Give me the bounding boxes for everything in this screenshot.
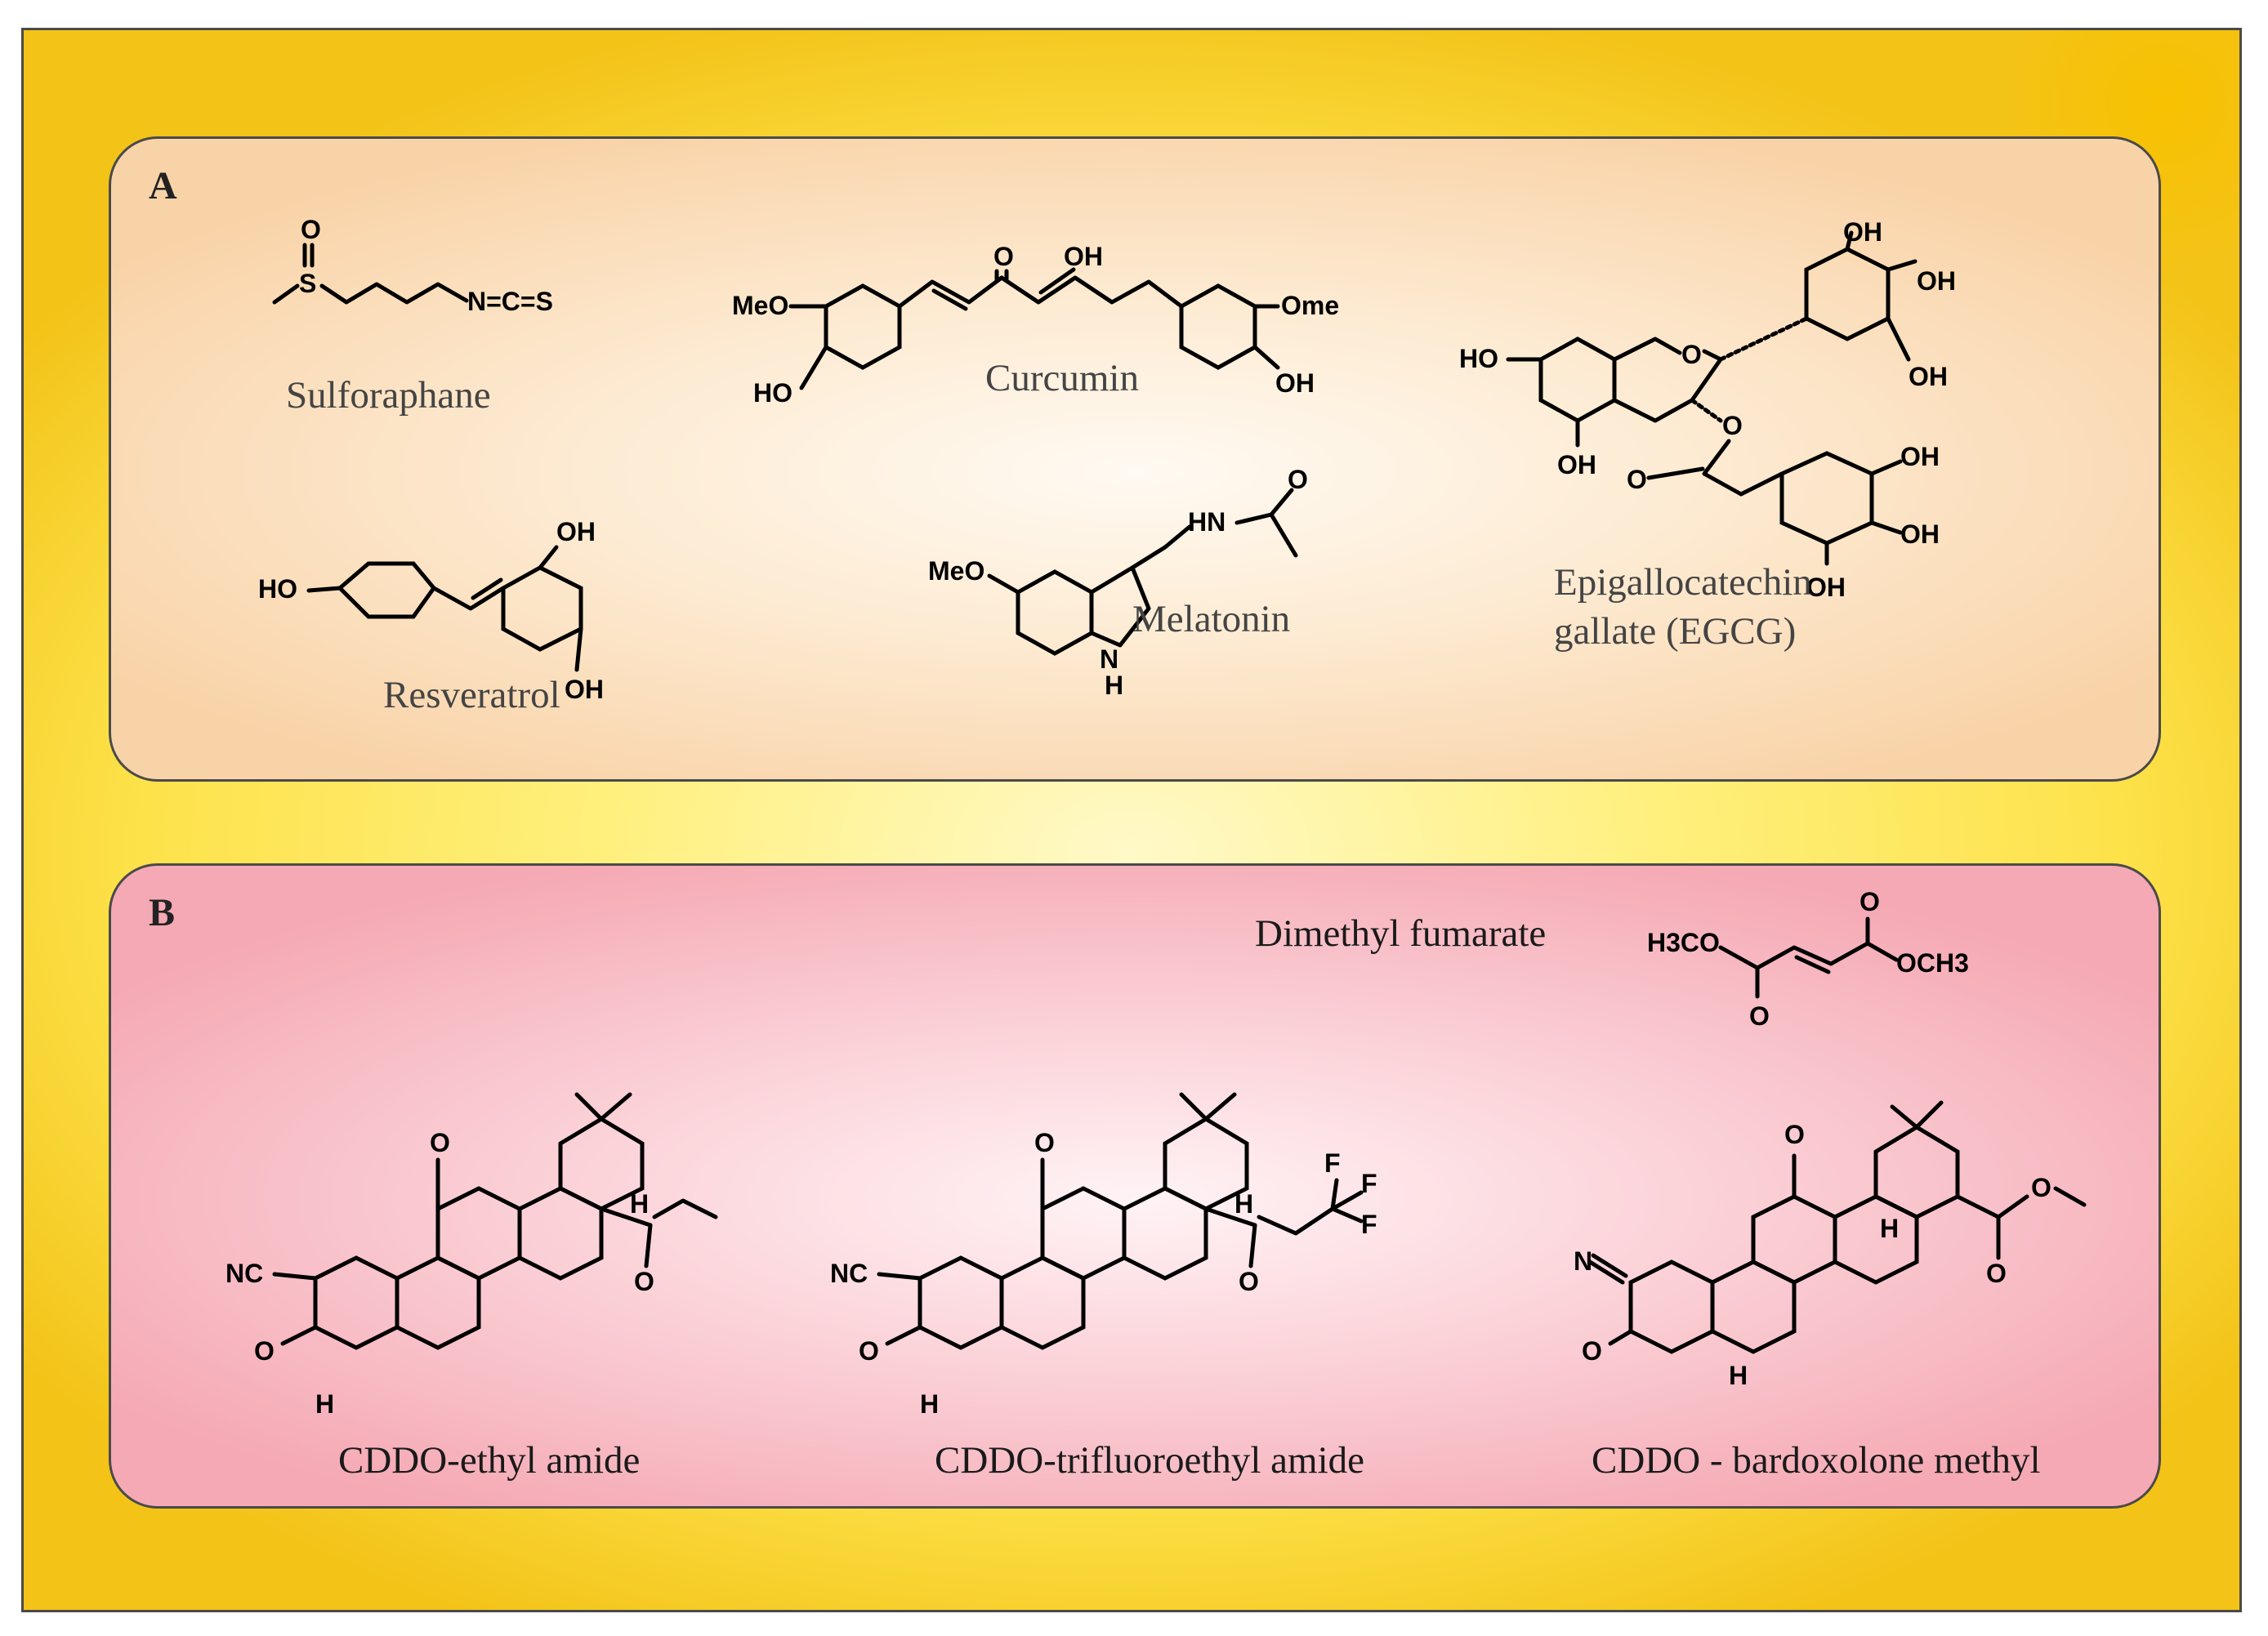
svg-text:OH: OH <box>1806 573 1846 602</box>
melatonin-structure: MeO N H HN O <box>928 465 1308 700</box>
svg-text:Ome: Ome <box>1281 291 1339 320</box>
panel-a: A O S N=C=S Sulforaphane MeO HO O OH <box>109 136 2161 782</box>
svg-text:O: O <box>1288 465 1308 494</box>
cddo-me-label: CDDO - bardoxolone methyl <box>1592 1439 2041 1482</box>
svg-text:OH: OH <box>1900 442 1940 471</box>
svg-text:NC: NC <box>225 1259 263 1288</box>
svg-text:O: O <box>1784 1120 1805 1149</box>
dmf-label: Dimethyl fumarate <box>1255 912 1547 955</box>
svg-text:O: O <box>1749 1001 1770 1031</box>
svg-text:O: O <box>1722 411 1743 440</box>
svg-text:MeO: MeO <box>928 556 984 586</box>
svg-text:O: O <box>301 215 321 244</box>
melatonin-label: Melatonin <box>1132 598 1291 640</box>
panel-a-letter: A <box>149 164 177 207</box>
panel-b-letter: B <box>149 891 176 934</box>
svg-text:H: H <box>1880 1214 1899 1243</box>
sulforaphane-structure: O S N=C=S <box>272 215 553 316</box>
svg-text:S: S <box>299 269 316 298</box>
panel-b: B Dimethyl fumarate H3CO O O OCH3 NC O O <box>109 863 2161 1509</box>
egcg-structure: OH OH OH HO O OH O O OH OH <box>1459 217 1956 602</box>
svg-text:OH: OH <box>1900 519 1940 549</box>
svg-text:O: O <box>634 1267 654 1296</box>
curcumin-structure: MeO HO O OH Ome OH <box>732 242 1339 408</box>
svg-text:H: H <box>1234 1189 1253 1219</box>
dmf-structure: H3CO O O OCH3 <box>1647 887 1969 1031</box>
svg-text:NC: NC <box>830 1259 868 1288</box>
svg-text:N: N <box>1574 1246 1592 1276</box>
sulforaphane-label: Sulforaphane <box>286 374 491 417</box>
svg-text:H: H <box>315 1389 334 1419</box>
svg-text:OH: OH <box>556 517 596 546</box>
svg-text:OH: OH <box>1275 368 1315 398</box>
svg-text:OCH3: OCH3 <box>1896 948 1969 978</box>
svg-text:O: O <box>993 242 1014 271</box>
svg-text:O: O <box>1034 1128 1055 1157</box>
svg-text:H: H <box>1729 1361 1748 1390</box>
cddo-tfe-structure: NC O O H F F F O H <box>830 1092 1377 1419</box>
egcg-label-line1: Epigallocatechin <box>1554 561 1812 604</box>
resveratrol-structure: HO OH OH <box>258 517 604 704</box>
svg-text:O: O <box>1986 1259 2007 1288</box>
egcg-label-line2: gallate (EGCG) <box>1554 610 1797 653</box>
svg-text:O: O <box>859 1336 879 1366</box>
svg-text:O: O <box>1582 1336 1602 1366</box>
svg-text:O: O <box>430 1128 450 1157</box>
svg-text:OH: OH <box>1909 362 1948 391</box>
svg-text:HO: HO <box>753 378 792 408</box>
svg-text:O: O <box>2031 1173 2051 1202</box>
svg-text:MeO: MeO <box>732 291 788 320</box>
svg-text:O: O <box>1681 340 1702 369</box>
svg-text:H: H <box>1105 671 1123 700</box>
figure-frame: A O S N=C=S Sulforaphane MeO HO O OH <box>21 28 2242 1612</box>
svg-text:HO: HO <box>258 574 297 604</box>
svg-text:F: F <box>1361 1169 1377 1198</box>
svg-text:O: O <box>254 1336 275 1366</box>
svg-text:F: F <box>1361 1210 1377 1239</box>
svg-text:OH: OH <box>1917 266 1956 296</box>
svg-text:H: H <box>630 1189 649 1219</box>
cddo-ethyl-structure: NC O O H O H <box>225 1092 718 1419</box>
svg-text:H3CO: H3CO <box>1647 928 1720 957</box>
svg-text:HO: HO <box>1459 344 1498 373</box>
cddo-ethyl-label: CDDO-ethyl amide <box>338 1439 641 1482</box>
svg-text:N: N <box>1100 644 1118 674</box>
svg-text:O: O <box>1239 1267 1259 1296</box>
svg-text:N=C=S: N=C=S <box>467 287 553 316</box>
svg-text:HN: HN <box>1188 507 1226 537</box>
cddo-me-structure: N O O O O H H <box>1574 1100 2087 1390</box>
svg-text:OH: OH <box>565 675 604 704</box>
svg-text:F: F <box>1324 1148 1341 1178</box>
cddo-tfe-label: CDDO-trifluoroethyl amide <box>935 1439 1365 1482</box>
svg-text:H: H <box>920 1389 939 1419</box>
svg-text:OH: OH <box>1557 450 1596 479</box>
svg-text:O: O <box>1627 465 1647 494</box>
svg-text:OH: OH <box>1064 242 1103 271</box>
curcumin-label: Curcumin <box>985 357 1139 399</box>
svg-text:O: O <box>1859 887 1880 916</box>
resveratrol-label: Resveratrol <box>383 674 560 716</box>
